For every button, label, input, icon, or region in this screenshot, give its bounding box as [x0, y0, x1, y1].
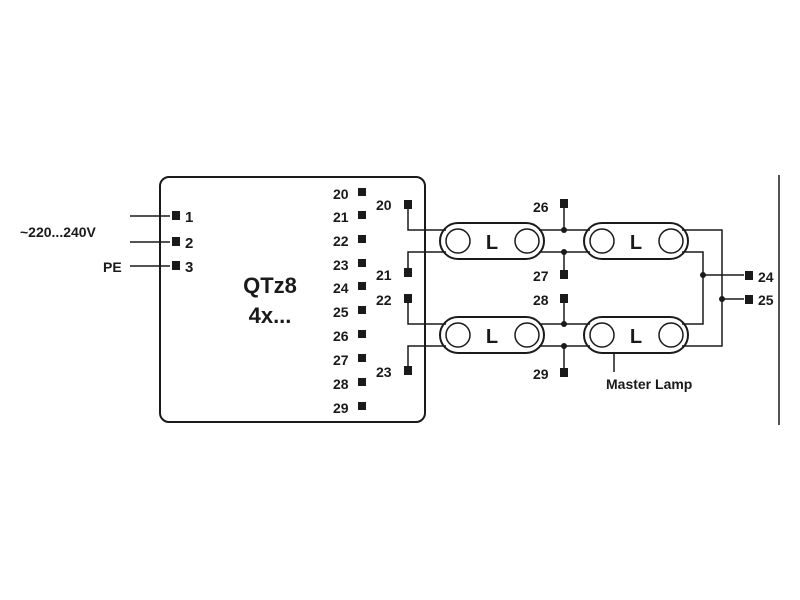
master-lamp-label: Master Lamp: [606, 376, 692, 392]
lamps: L L L L: [439, 222, 689, 354]
output-terminal-20: 20: [333, 186, 349, 202]
wire-label-24: 24: [758, 269, 774, 285]
wire-label-22: 22: [376, 292, 392, 308]
wire-label-21: 21: [376, 267, 392, 283]
lamp-bottom-right-master: L: [583, 316, 689, 354]
lamp-wiring: 20 21 22 23 26 27 28 29: [376, 197, 774, 392]
lamp-top-left: L: [439, 222, 545, 260]
output-terminal-23: 23: [333, 257, 349, 273]
output-terminal-26: 26: [333, 328, 349, 344]
input-terminal-1: 1: [185, 209, 193, 226]
output-terminal-25: 25: [333, 304, 349, 320]
wire-label-23: 23: [376, 364, 392, 380]
device-variant: 4x...: [249, 303, 292, 328]
input-terminal-square: [172, 237, 180, 246]
output-terminal-28: 28: [333, 376, 349, 392]
wire-label-29: 29: [533, 366, 549, 382]
input-wiring: 1 2 3 ~220...240V PE: [20, 209, 193, 276]
output-terminal-column: 20 21 22 23 24 25 26 27 28 29: [333, 186, 366, 416]
input-terminal-2: 2: [185, 235, 193, 252]
lamp-letter: L: [630, 326, 642, 348]
output-terminal-21: 21: [333, 209, 349, 225]
lamp-letter: L: [486, 326, 498, 348]
device-name: QTz8: [243, 273, 297, 298]
input-terminal-3: 3: [185, 259, 193, 276]
wire-label-27: 27: [533, 268, 549, 284]
input-terminal-square: [172, 261, 180, 270]
output-terminal-24: 24: [333, 280, 349, 296]
input-terminal-square: [172, 211, 180, 220]
pe-label: PE: [103, 259, 122, 275]
lamp-letter: L: [486, 232, 498, 254]
output-terminal-27: 27: [333, 352, 349, 368]
output-terminal-29: 29: [333, 400, 349, 416]
voltage-label: ~220...240V: [20, 224, 97, 240]
lamp-letter: L: [630, 232, 642, 254]
wire-label-20: 20: [376, 197, 392, 213]
lamp-top-right: L: [583, 222, 689, 260]
wire-label-28: 28: [533, 292, 549, 308]
ballast-box: [159, 176, 426, 423]
wire-label-25: 25: [758, 292, 774, 308]
output-terminal-22: 22: [333, 233, 349, 249]
wire-label-26: 26: [533, 199, 549, 215]
lamp-bottom-left: L: [439, 316, 545, 354]
